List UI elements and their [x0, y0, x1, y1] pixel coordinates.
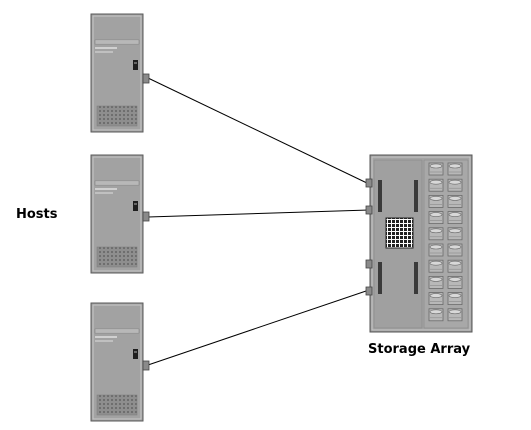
disk-drive — [428, 243, 444, 257]
storage-controller — [365, 159, 423, 329]
storage-array-label: Storage Array — [368, 342, 471, 357]
disk-drive — [447, 308, 463, 322]
disk-drive — [447, 259, 463, 273]
disk-drive — [447, 162, 463, 176]
disk-drive — [428, 227, 444, 241]
disk-drive — [447, 227, 463, 241]
disk-drive — [447, 275, 463, 289]
host-server-3 — [90, 302, 150, 422]
host-server-1 — [90, 13, 150, 133]
disk-drive — [428, 275, 444, 289]
array-port-3 — [365, 259, 373, 269]
host-server-2 — [90, 154, 150, 274]
connection-host-2 — [147, 209, 370, 218]
host-port-1 — [142, 73, 150, 84]
disk-drive — [447, 211, 463, 225]
disk-drive — [447, 194, 463, 208]
cache-grid — [385, 217, 414, 249]
connection-host-3 — [147, 289, 370, 366]
disk-drive — [428, 194, 444, 208]
array-port-2 — [365, 205, 373, 215]
array-port-4 — [365, 286, 373, 296]
storage-array — [365, 154, 473, 333]
disk-drive — [428, 178, 444, 192]
disk-drive — [428, 162, 444, 176]
disk-enclosure — [423, 159, 469, 329]
disk-drive — [447, 292, 463, 306]
disk-drive — [428, 292, 444, 306]
disk-drive — [447, 243, 463, 257]
disk-drive — [428, 211, 444, 225]
disk-drive — [428, 259, 444, 273]
hosts-label: Hosts — [16, 207, 58, 222]
disk-drive — [428, 308, 444, 322]
connections — [147, 77, 370, 366]
array-port-1 — [365, 178, 373, 188]
connection-host-1 — [147, 77, 370, 185]
disk-drive — [447, 178, 463, 192]
host-port-3 — [142, 360, 150, 371]
host-port-2 — [142, 211, 150, 222]
